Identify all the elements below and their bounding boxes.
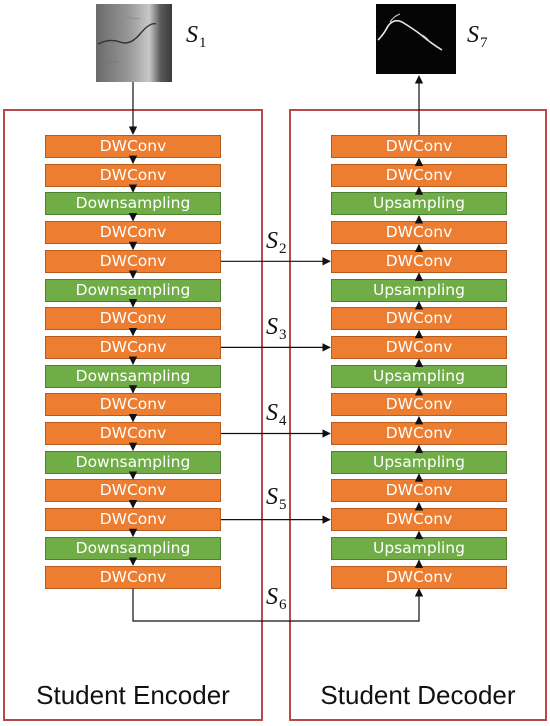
encoder-block-16: DWConv bbox=[45, 565, 221, 589]
encoder-block-5: DWConv bbox=[45, 249, 221, 273]
encoder-block-2: DWConv bbox=[45, 163, 221, 187]
decoder-block-6: Upsampling bbox=[331, 278, 507, 302]
encoder-block-6: Downsampling bbox=[45, 278, 221, 302]
decoder-block-15: Upsampling bbox=[331, 536, 507, 560]
encoder-block-7: DWConv bbox=[45, 307, 221, 331]
encoder-title: Student Encoder bbox=[36, 680, 230, 710]
label-s4: S4 bbox=[266, 400, 287, 429]
decoder-block-2: DWConv bbox=[331, 163, 507, 187]
label-s3: S3 bbox=[266, 314, 287, 343]
skip-s6-arrow bbox=[132, 588, 424, 622]
label-s6: S6 bbox=[266, 584, 287, 613]
encoder-block-15: Downsampling bbox=[45, 536, 221, 560]
label-s2: S2 bbox=[266, 228, 287, 257]
label-s1: S1 bbox=[186, 22, 207, 51]
decoder-title: Student Decoder bbox=[320, 680, 516, 710]
encoder-block-8: DWConv bbox=[45, 335, 221, 359]
decoder-block-1: DWConv bbox=[331, 135, 507, 158]
encoder-block-10: DWConv bbox=[45, 393, 221, 417]
label-s7: S7 bbox=[467, 22, 488, 51]
encoder-block-11: DWConv bbox=[45, 422, 221, 445]
decoder-block-16: DWConv bbox=[331, 565, 507, 589]
input-image bbox=[96, 4, 172, 82]
decoder-block-7: DWConv bbox=[331, 307, 507, 331]
output-image bbox=[376, 4, 456, 74]
decoder-block-4: DWConv bbox=[331, 221, 507, 245]
decoder-block-14: DWConv bbox=[331, 508, 507, 532]
label-s5: S5 bbox=[266, 484, 287, 513]
decoder-panel: Student Decoder bbox=[289, 109, 547, 721]
